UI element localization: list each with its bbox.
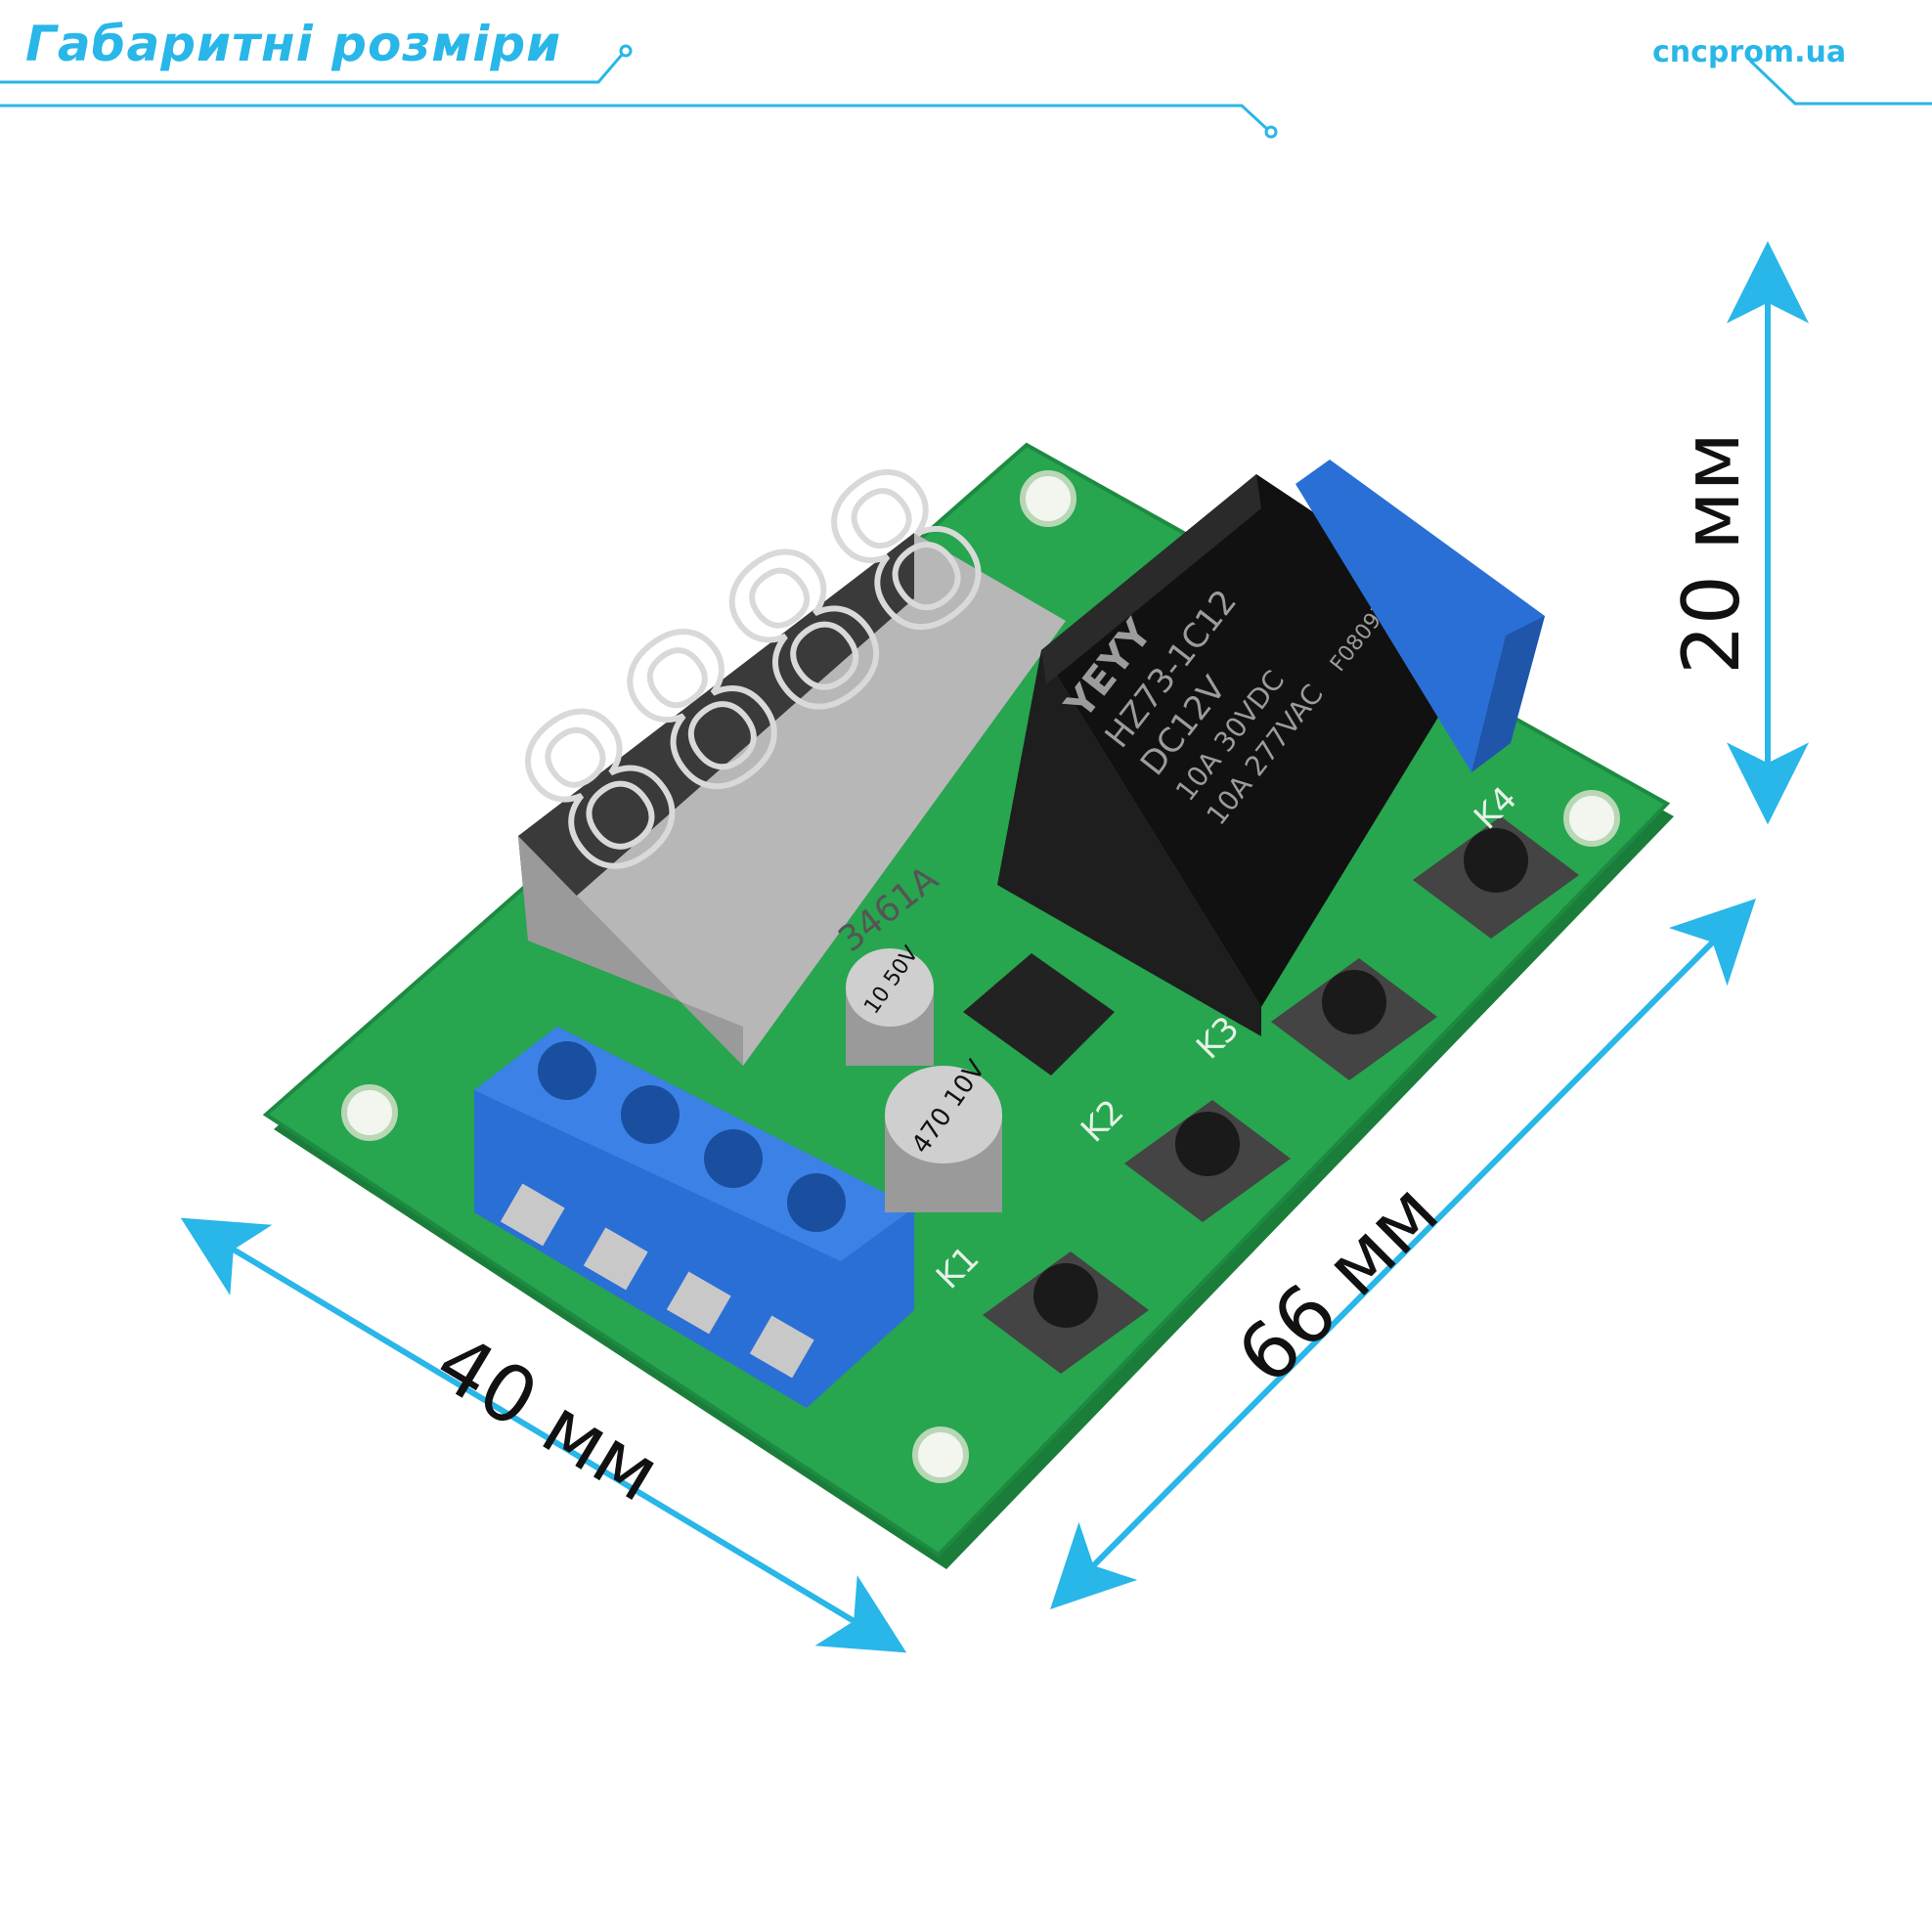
capacitor-large: 470 10V [885, 1055, 1002, 1212]
capacitor-small: 10 50V [846, 943, 934, 1066]
brand-logo-text: cncprom.ua [1652, 35, 1847, 69]
mount-hole-right [1563, 790, 1620, 847]
page-title: Габаритні розміри [25, 16, 562, 72]
svg-text:20 мм: 20 мм [1666, 432, 1757, 675]
mount-hole-left [341, 1084, 398, 1141]
dimension-height: 20 мм [1666, 241, 1809, 825]
relay-terminal-block [1295, 460, 1545, 772]
mount-hole-bottom [912, 1426, 969, 1483]
header-lines [0, 44, 1932, 139]
mount-hole-top [1020, 470, 1076, 527]
